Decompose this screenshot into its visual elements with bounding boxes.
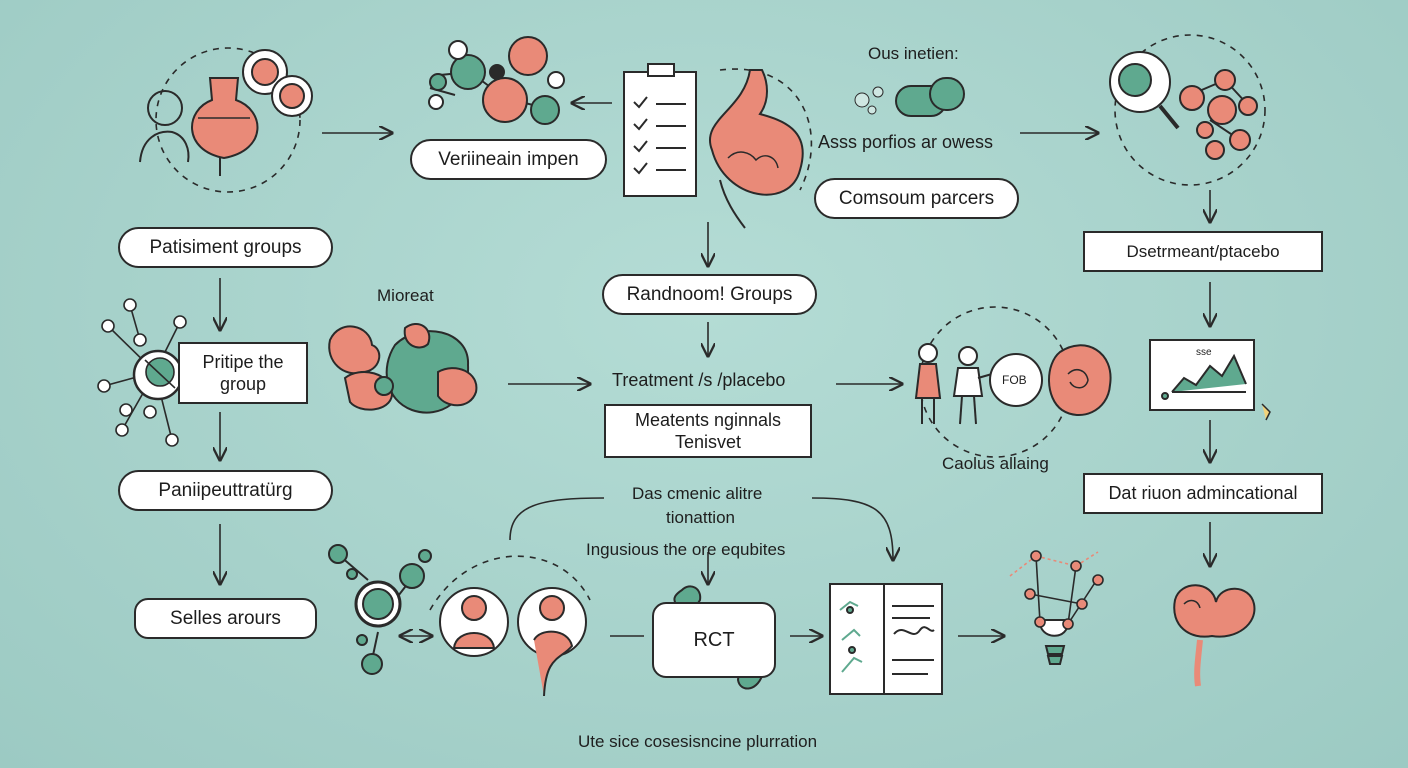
arrow-loop [509,497,893,560]
verification-label: Veriineain impen [410,139,607,180]
fob-text: FOB [1002,373,1027,387]
cell-bubbles-icon [242,49,313,117]
document-chart-icon [829,583,943,695]
meatents-box: Meatents nginnals Tenisvet [604,404,812,458]
selles-label: Selles arours [134,598,317,639]
dose-line-1: Das cmenic alitre [632,484,763,503]
prototype-line-1: Pritipe the [202,351,284,372]
patient-avatar-icon [439,587,587,697]
treatment-text: Treatment /s /placebo [612,370,786,390]
microbes-text: Mioreat [377,286,434,305]
kidney-icon [1173,584,1256,687]
dashed-circle-person [155,47,301,193]
line-chart-board-icon [1149,339,1271,421]
participating-label: Paniipeuttratürg [118,470,333,511]
random-groups-label: Randnoom! Groups [602,274,817,315]
two-people-icon [914,343,1043,425]
inguisious-text: Ingusious the ore equbites [586,540,786,559]
organ-icon [1048,344,1112,416]
assess-text: Asss porfios ar owess [818,132,994,152]
stomach-organ-icon [709,69,804,229]
bacteria-circle-icon [328,544,432,675]
prototype-line-2: group [219,374,267,394]
dashed-arc-stomach [719,68,813,191]
consume-label: Comsoum parcers [814,178,1019,219]
person-silhouette-icon [139,90,190,163]
network-nodes-icon [97,298,187,447]
ous-intention-text: Ous inetien: [868,44,959,63]
dashed-circle-magnifier [1114,34,1266,186]
clipboard-checklist-icon [623,63,697,197]
cluster-organs-icon [328,323,478,414]
detriment-label: Dsetrmeant/ptacebo [1083,231,1323,272]
meatents-line-1: Meatents nginnals [634,409,782,430]
capsule-pills-icon [854,77,965,117]
molecule-cluster-icon [428,36,565,125]
lightbulb-network-icon [1009,550,1104,665]
flask-icon [191,77,259,176]
chart-tag-text: sse [1196,347,1212,358]
meatents-line-2: Tenisvet [674,432,742,452]
dashed-arc-avatars [429,555,591,611]
patient-groups-label: Patisiment groups [118,227,333,268]
data-collection-label: Dat riuon admincational [1083,473,1323,514]
magnifier-molecule-icon [1109,51,1258,160]
dose-line-2: tionattion [666,508,735,527]
prototype-group-box: Pritipe the group [178,342,308,404]
footer-caption: Ute sice cosesisncine plurration [578,732,818,751]
rct-box: RCT [652,602,776,678]
caolus-text: Caolus allaing [942,454,1049,473]
